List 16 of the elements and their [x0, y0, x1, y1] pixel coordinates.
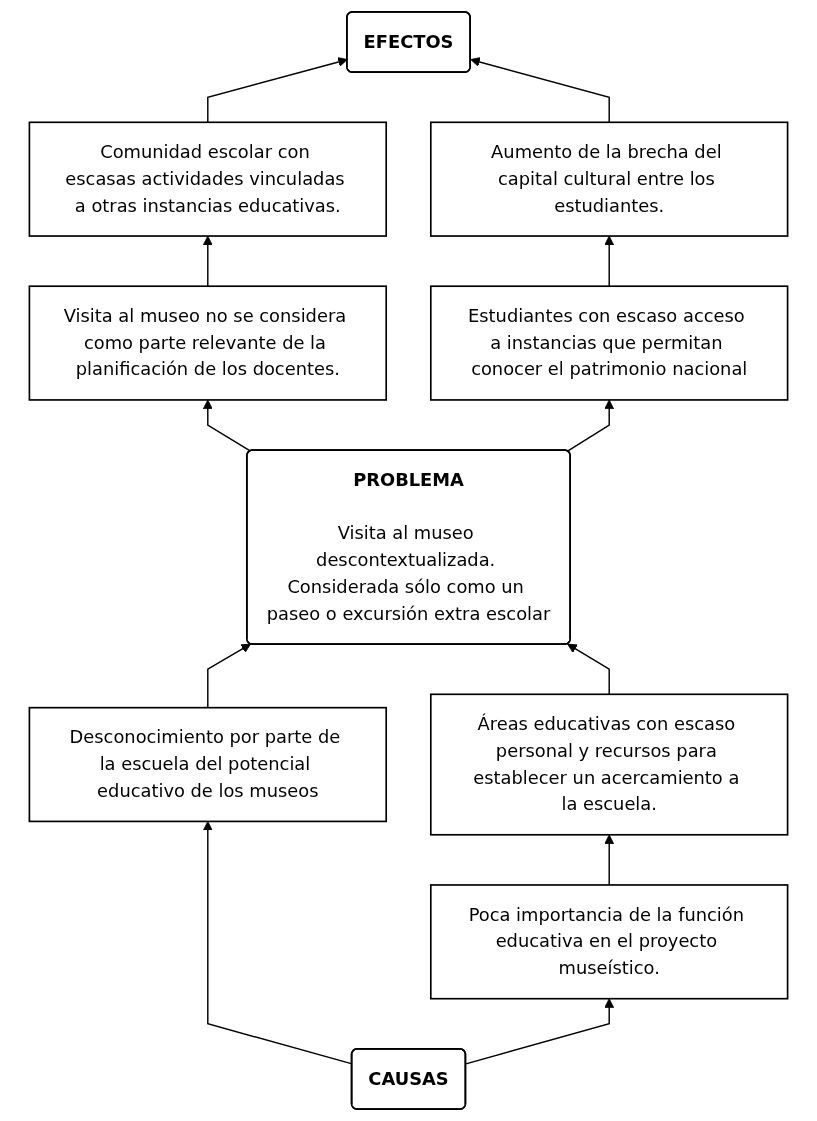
- arrow: [567, 643, 610, 696]
- node-box: Estudiantes con escaso acceso a instancias que permitan conocer el patrimonio nacional: [429, 285, 789, 401]
- arrow: [470, 57, 610, 124]
- arrow: [604, 834, 615, 886]
- node-box: Áreas educativas con escaso personal y recursos para establecer un acercamiento a la escuela.: [429, 693, 789, 836]
- arrow: [202, 235, 213, 287]
- node-box: Comunidad escolar con escasas actividades vinculadas a otras instancias educativas.: [28, 121, 388, 237]
- node-box: Poca importancia de la función educativa en el proyecto museístico.: [429, 884, 789, 1000]
- arrow: [202, 399, 252, 452]
- arrow: [604, 235, 615, 287]
- arrow: [566, 399, 615, 452]
- arrow: [465, 998, 615, 1065]
- arrow: [207, 643, 251, 709]
- node-box: Visita al museo no se considera como parte relevante de la planificación de los docentes.: [28, 285, 388, 401]
- node-box: Aumento de la brecha del capital cultural entre los estudiantes.: [429, 121, 789, 237]
- node-box: Desconocimiento por parte de la escuela del potencial educativo de los museos: [28, 706, 388, 823]
